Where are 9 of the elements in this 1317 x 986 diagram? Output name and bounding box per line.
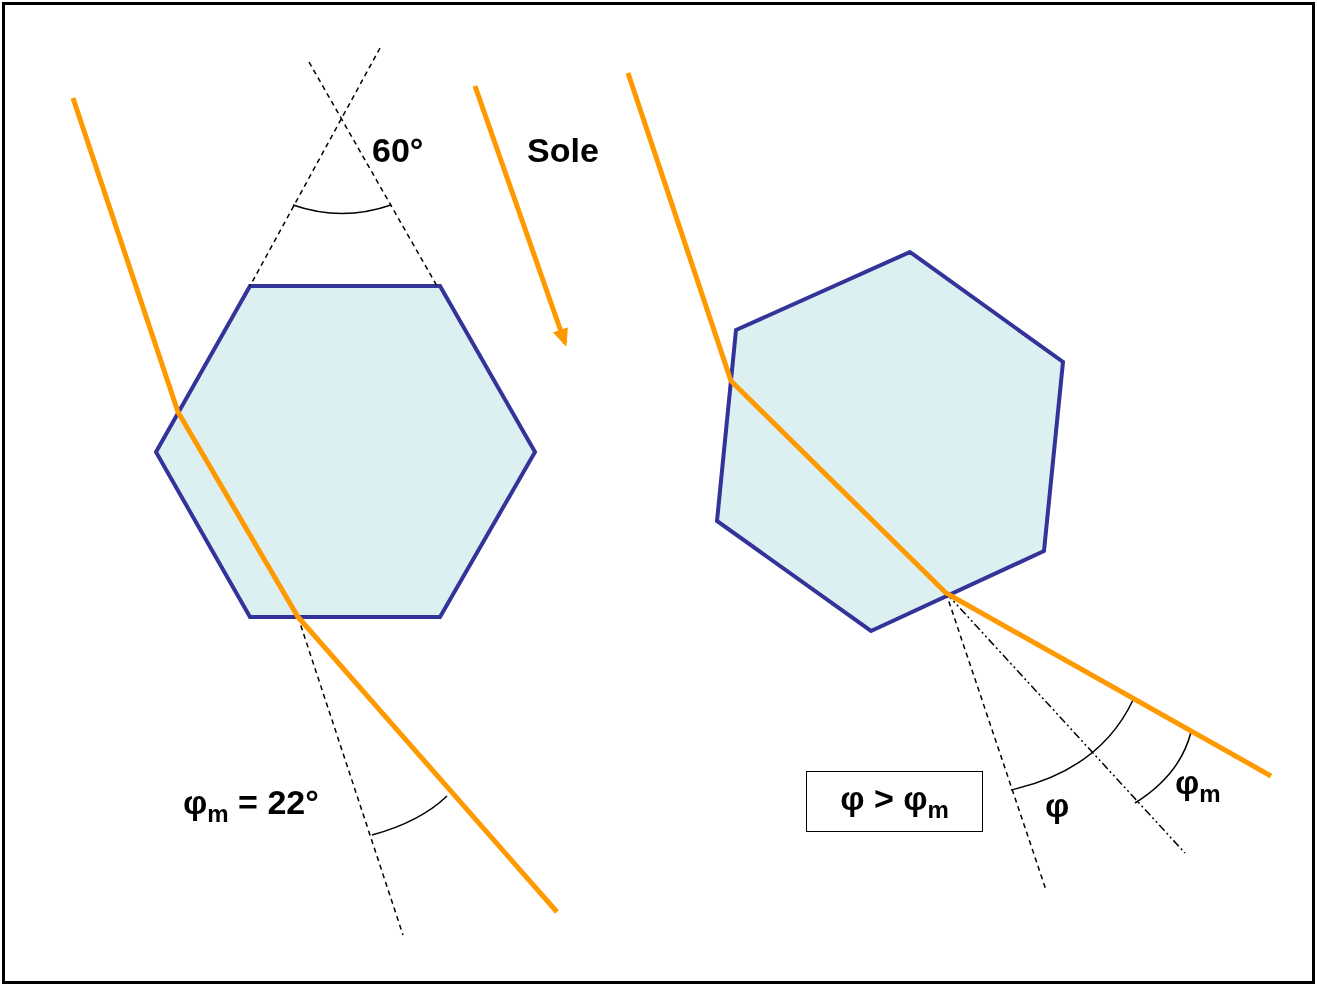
angle-label: 60° — [372, 133, 424, 167]
hexagonal-crystal — [714, 249, 1066, 634]
angle-label: φ$_{m}$ = 22° — [183, 785, 319, 826]
inequality-text: φ > φ$_{m}$ — [840, 779, 949, 824]
hexagonal-crystal — [153, 284, 538, 619]
sun-label: Sole — [527, 133, 599, 167]
angle-label: φ — [1045, 788, 1070, 822]
angle-label: φ$_{m}$ — [1175, 765, 1221, 806]
condition-box — [806, 771, 983, 832]
